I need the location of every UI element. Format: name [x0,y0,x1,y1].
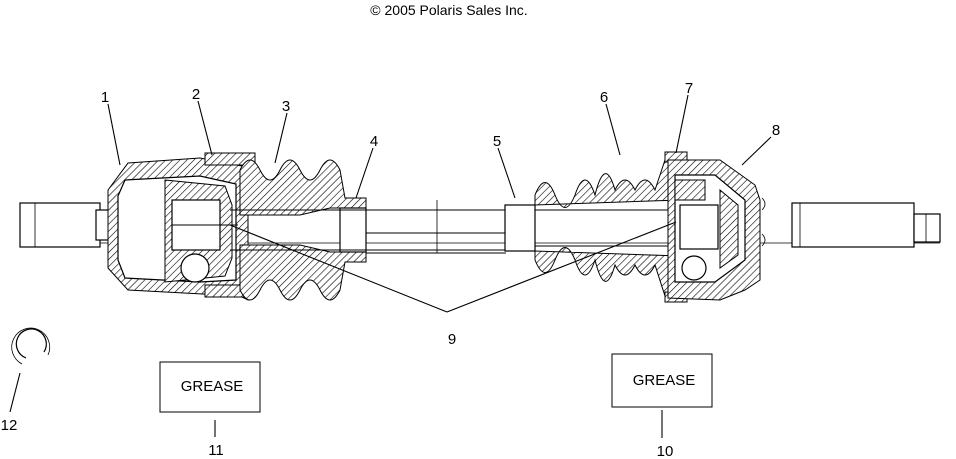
left-boot-top [239,159,367,216]
right-boot-top [534,159,681,208]
right-cv-housing [667,159,761,301]
callout-5: 5 [493,133,501,150]
left-outer-clamp-bottom [204,284,246,298]
svg-text:GREASE: GREASE [181,378,244,395]
grease-box-11: GREASE [159,361,261,437]
right-stub-shaft [761,197,941,248]
callout-4: 4 [370,133,378,150]
right-inner-clamp [504,204,536,252]
callout-1: 1 [101,89,109,106]
left-outer-clamp-top [204,152,256,166]
left-boot-bottom [239,244,367,301]
callout-6: 6 [600,89,608,106]
left-inner-clamp [339,207,367,253]
center-shaft [230,200,510,254]
callout-7: 7 [685,80,693,97]
snap-ring [15,328,47,359]
callout-2: 2 [192,86,200,103]
callout-9: 9 [448,331,456,348]
callout-3: 3 [282,98,290,115]
callout-12: 12 [1,417,18,434]
callout-11: 11 [208,442,224,459]
right-boot-bottom [534,247,681,297]
callout-10: 10 [657,443,674,459]
svg-text:GREASE: GREASE [633,372,696,389]
copyright-text: © 2005 Polaris Sales Inc. [370,2,527,18]
left-cv-housing [107,157,249,301]
grease-box-10: GREASE [611,353,713,438]
callout-8: 8 [772,122,780,139]
left-stub-shaft [19,202,111,248]
